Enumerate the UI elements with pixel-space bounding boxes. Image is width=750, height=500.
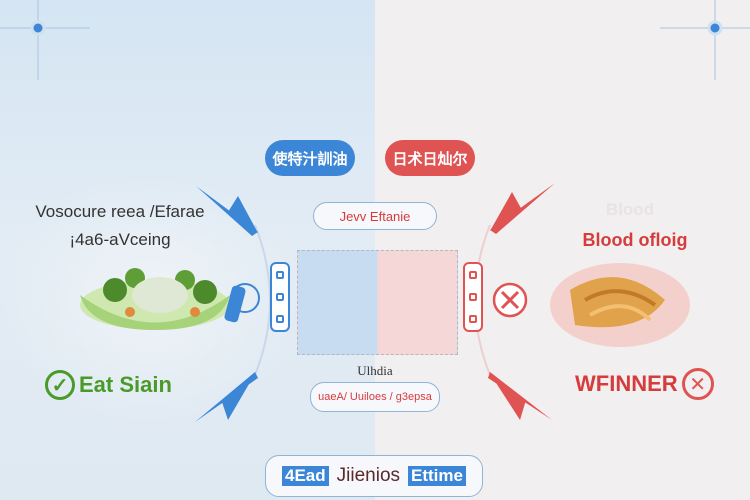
arrow-right-bottom-icon: [488, 372, 552, 420]
corner-dot-left: [30, 20, 46, 36]
crosshair-left-icon: [0, 0, 90, 80]
top-center-pill: Jevv Eftanie: [313, 202, 437, 230]
left-result-label: Eat Siain: [79, 372, 172, 397]
arrow-right-top-icon: [490, 183, 555, 234]
left-connector: [270, 262, 290, 332]
left-result: ✓ Eat Siain: [45, 370, 172, 400]
right-title-faint: Blood: [605, 200, 655, 219]
left-title-line1: Vosocure reea /Efarae: [35, 202, 205, 221]
right-result: WFINNER ✕: [575, 368, 714, 400]
right-bubble: 日术日灿尔: [385, 140, 475, 176]
footer-right-tag: Ettime: [408, 466, 466, 486]
bottom-center-pill: uaeA/ Uuiloes / g3epsa: [310, 382, 440, 412]
curve-left: [254, 224, 271, 376]
arrow-left-top-icon: [196, 186, 258, 236]
right-result-label: WFINNER: [575, 371, 678, 396]
footer-left-tag: 4Ead: [282, 466, 329, 486]
center-label: Ulhdia: [357, 363, 393, 378]
comparison-box: [297, 250, 458, 355]
left-title-line2: ¡4a6-aVceing: [69, 230, 171, 249]
salad-bowl-icon: [80, 268, 230, 330]
cross-circle-icon: [492, 282, 528, 318]
fried-food-bowl-icon: [550, 263, 690, 347]
left-side-tab-icon: [224, 285, 246, 323]
right-title: Blood ofloig: [582, 230, 688, 250]
arrow-left-bottom-icon: [195, 372, 258, 422]
corner-dot-right: [707, 20, 723, 36]
check-circle-icon: ✓: [45, 370, 75, 400]
x-circle-icon: ✕: [681, 368, 714, 400]
footer-pill: 4Ead Jiienios Ettime: [265, 455, 483, 497]
footer-middle-text: Jiienios: [336, 465, 401, 486]
right-connector: [463, 262, 483, 332]
left-bubble: 使特汁訓油: [265, 140, 355, 176]
crosshair-right-icon: [660, 0, 750, 80]
left-ring: [230, 283, 260, 313]
